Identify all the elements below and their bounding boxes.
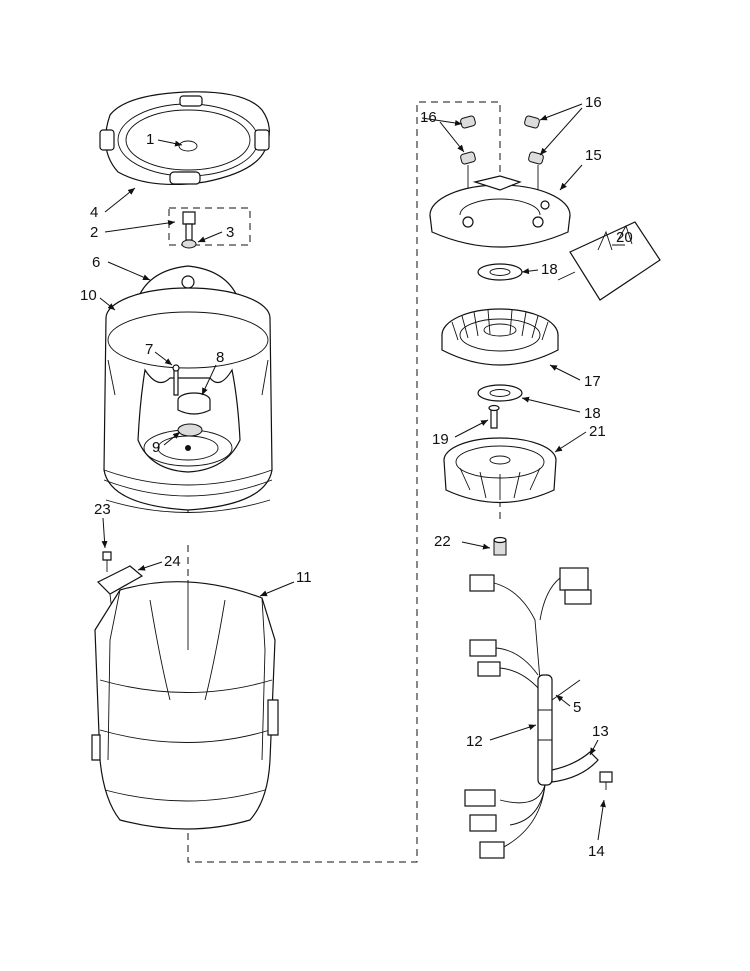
shim-upper-part [477,263,523,281]
callout-16-right: 16 [585,94,602,111]
callout-15: 15 [585,147,602,164]
callout-10: 10 [80,287,97,304]
callout-labels: 1 4 2 3 6 10 7 8 9 23 24 11 16 16 15 20 … [80,94,633,860]
callout-20: 20 [616,229,633,246]
hub-part [177,392,211,415]
callout-5: 5 [573,699,581,716]
callout-13: 13 [592,723,609,740]
rotor-bolt-part [488,404,500,429]
callout-18-lower: 18 [584,405,601,422]
connector-detail-part [557,221,661,301]
shim-lower-part [477,384,523,402]
rotor-part [443,437,557,503]
rotor-plug-part [493,536,507,556]
outer-tub-part [91,580,279,830]
callout-2: 2 [90,224,98,241]
callout-18-upper: 18 [541,261,558,278]
callout-12: 12 [466,733,483,750]
callout-23: 23 [94,501,111,518]
harness-clip-part [551,751,599,783]
bolt-washer-part [181,211,197,249]
callout-9: 9 [152,439,160,456]
stator-mount-part [429,175,571,248]
callout-11: 11 [296,569,312,586]
callout-22: 22 [434,533,451,550]
tub-ring-part [99,91,270,186]
clip-screw-part [599,771,613,790]
callout-1: 1 [146,131,154,148]
callout-24: 24 [164,553,181,570]
leader-lines [99,103,625,841]
callout-16-left: 16 [420,109,437,126]
callout-19: 19 [432,431,449,448]
callout-21: 21 [589,423,606,440]
callout-3: 3 [226,224,234,241]
splutch-part [177,423,203,437]
screw-part [102,551,112,572]
wire-harness-part [464,567,592,859]
callout-8: 8 [216,349,224,366]
callout-17: 17 [584,373,601,390]
stator-part [441,308,559,366]
callout-6: 6 [92,254,100,271]
drive-bolt-part [172,364,180,396]
grommet-part [460,115,544,210]
callout-4: 4 [90,204,98,221]
callout-14: 14 [588,843,605,860]
callout-7: 7 [145,341,153,358]
